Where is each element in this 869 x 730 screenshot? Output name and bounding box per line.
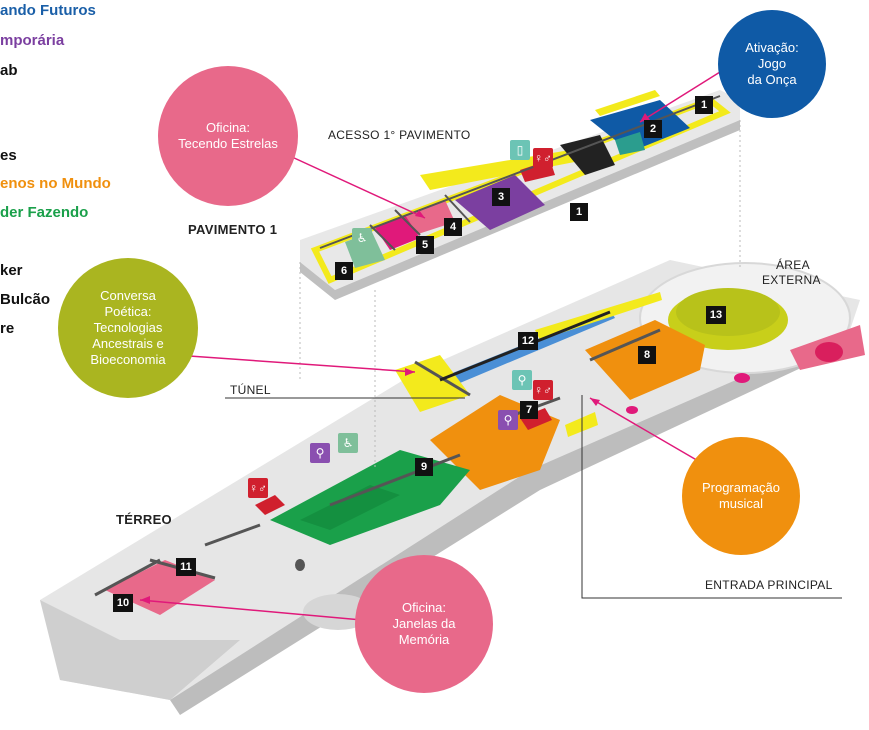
restroom-icon: ▯ [510, 140, 530, 160]
bubble-text: Oficina: Janelas da Memória [392, 600, 456, 647]
restroom-icon: ♀♂ [248, 478, 268, 498]
restroom-icon: ♀♂ [533, 380, 553, 400]
bubble-text: Programação musical [701, 480, 781, 511]
family-icon: ⚲ [310, 443, 330, 463]
family-icon: ⚲ [512, 370, 532, 390]
legend-item: re [0, 320, 15, 337]
label-area-externa-2: EXTERNA [762, 273, 821, 287]
room-marker-6[interactable]: 6 [335, 262, 353, 280]
bubble-ativacao[interactable]: Ativação: Jogo da Onça [718, 10, 826, 118]
room-marker-2[interactable]: 2 [644, 120, 662, 138]
bubble-text: Oficina: Tecendo Estrelas [178, 120, 278, 151]
room-marker-1[interactable]: 1 [570, 203, 588, 221]
bubble-conversa[interactable]: Conversa Poética: Tecnologias Ancestrais… [58, 258, 198, 398]
bubble-programacao[interactable]: Programação musical [682, 437, 800, 555]
room-marker-4[interactable]: 4 [444, 218, 462, 236]
bubble-oficina-janelas[interactable]: Oficina: Janelas da Memória [355, 555, 493, 693]
room-marker-9[interactable]: 9 [415, 458, 433, 476]
room-marker-13[interactable]: 13 [706, 306, 726, 324]
label-acesso: ACESSO 1° PAVIMENTO [328, 128, 471, 142]
legend-item: ando Futuros [0, 2, 96, 19]
room-marker-11[interactable]: 11 [176, 558, 196, 576]
room-marker-1[interactable]: 1 [695, 96, 713, 114]
legend-item: ker [0, 262, 23, 279]
bubble-text: Conversa Poética: Tecnologias Ancestrais… [90, 288, 166, 367]
label-pavimento1: PAVIMENTO 1 [188, 222, 278, 237]
restroom-icon: ♀♂ [533, 148, 553, 168]
accessible-icon: ♿ [352, 228, 372, 248]
accessible-icon: ♿ [338, 433, 358, 453]
label-terreo: TÉRREO [116, 512, 172, 527]
label-entrada: ENTRADA PRINCIPAL [705, 578, 833, 592]
legend-item: enos no Mundo [0, 175, 111, 192]
room-marker-10[interactable]: 10 [113, 594, 133, 612]
room-marker-7[interactable]: 7 [520, 401, 538, 419]
label-tunel: TÚNEL [230, 383, 271, 397]
legend-item: Bulcão [0, 291, 51, 308]
legend-item: es [0, 147, 17, 164]
label-area-externa-1: ÁREA [776, 258, 810, 272]
family-icon: ⚲ [498, 410, 518, 430]
legend-item: der Fazendo [0, 204, 89, 221]
bubble-oficina-estrelas[interactable]: Oficina: Tecendo Estrelas [158, 66, 298, 206]
first-floor [300, 90, 740, 300]
legend-item: mporária [0, 32, 65, 49]
bubble-text: Ativação: Jogo da Onça [745, 40, 799, 87]
room-marker-12[interactable]: 12 [518, 332, 538, 350]
room-marker-8[interactable]: 8 [638, 346, 656, 364]
room-marker-5[interactable]: 5 [416, 236, 434, 254]
legend-item: ab [0, 62, 18, 79]
room-marker-3[interactable]: 3 [492, 188, 510, 206]
